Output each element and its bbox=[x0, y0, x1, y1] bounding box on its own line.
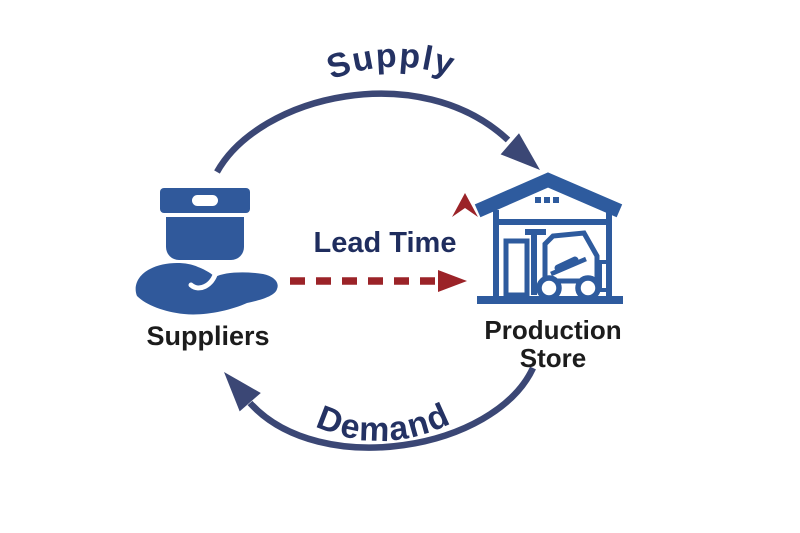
production-store-label-line1: Production bbox=[484, 315, 622, 345]
forklift-engine-block bbox=[554, 256, 579, 272]
box-body bbox=[166, 217, 244, 260]
hand-holding-box-icon bbox=[135, 188, 278, 315]
lead-time-label: Lead Time bbox=[313, 227, 457, 259]
lead-time-edge bbox=[290, 270, 467, 292]
hand-shape bbox=[135, 263, 278, 315]
warehouse-roof bbox=[474, 172, 623, 218]
inbound-red-arrowhead-icon bbox=[452, 193, 478, 217]
production-store-node-label: Production Store bbox=[468, 315, 638, 373]
forklift-front-wheel bbox=[575, 275, 601, 301]
production-store-label-line2: Store bbox=[519, 342, 587, 373]
supply-edge: Supply bbox=[214, 37, 540, 174]
supply-arrowhead-icon bbox=[500, 133, 540, 170]
box-handle-slot bbox=[192, 195, 218, 206]
hand-thumb-curl bbox=[188, 269, 219, 291]
warehouse-vent-dots bbox=[535, 197, 559, 203]
suppliers-node-label: Suppliers bbox=[146, 321, 270, 351]
supply-label: Supply bbox=[322, 37, 460, 87]
demand-arc bbox=[247, 366, 536, 451]
forklift-rear-wheel bbox=[536, 275, 562, 301]
forklift-fork bbox=[598, 260, 610, 292]
supply-arc bbox=[214, 90, 511, 174]
forklift-crate bbox=[503, 238, 530, 298]
demand-edge: Demand bbox=[224, 366, 536, 451]
warehouse-forklift-icon bbox=[474, 172, 623, 304]
forklift-cabin bbox=[542, 230, 600, 282]
demand-arrowhead-icon bbox=[224, 372, 261, 412]
lead-time-arrowhead-icon bbox=[438, 270, 467, 292]
